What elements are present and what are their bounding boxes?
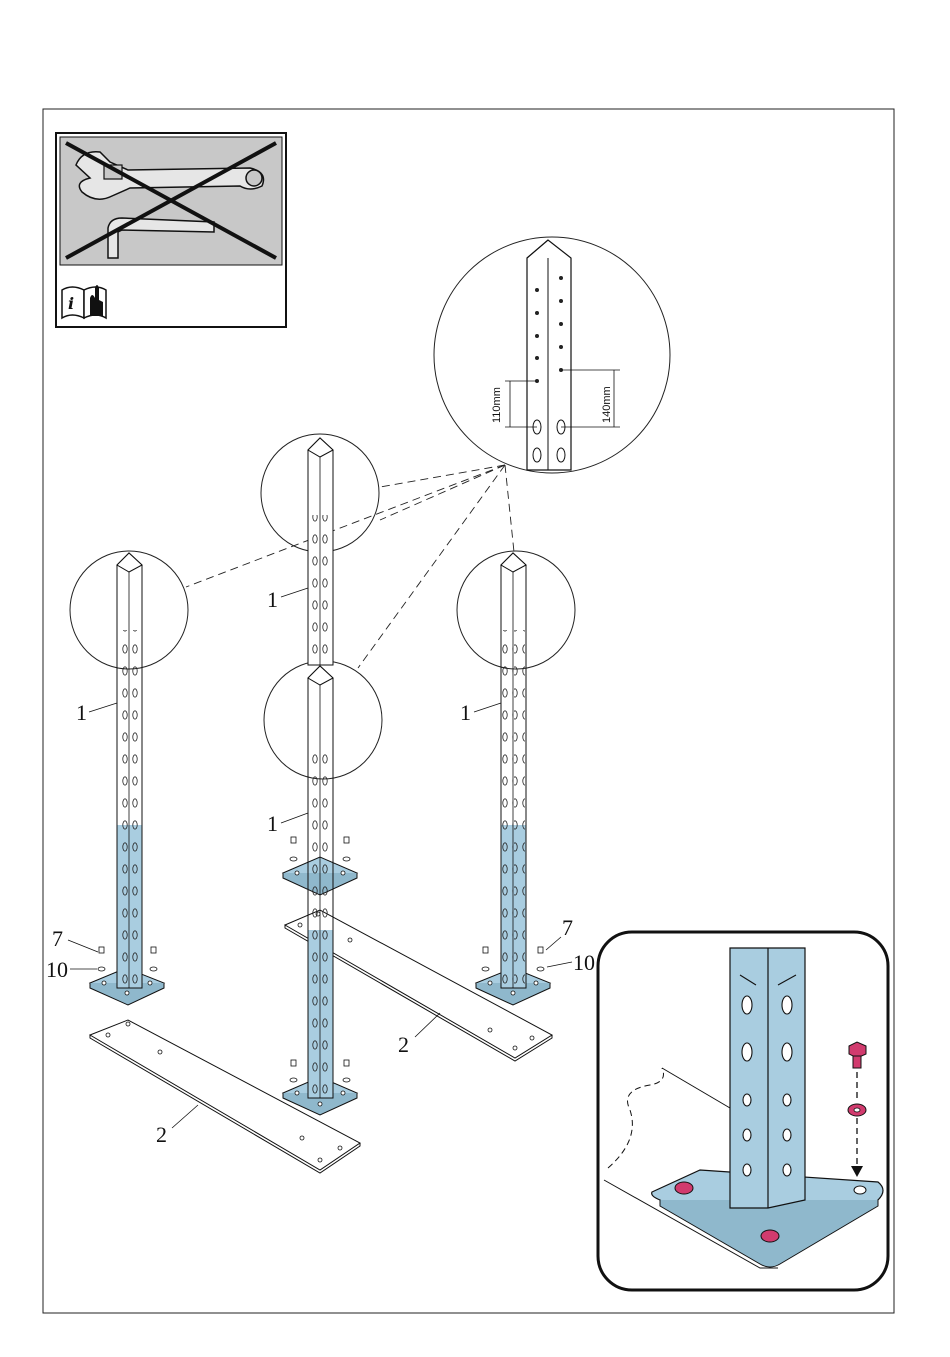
upright-label-right: 1 (460, 700, 471, 725)
upright-label-center-bottom: 1 (267, 811, 278, 836)
bolt-label-right: 7 (562, 915, 573, 940)
upright-label-left: 1 (76, 700, 87, 725)
washer-label-left: 10 (46, 957, 68, 982)
upright-label-center-top: 1 (267, 587, 278, 612)
upright-right (501, 553, 526, 988)
beam-label-left: 2 (156, 1122, 167, 1147)
no-tools-panel: i (56, 133, 286, 327)
svg-text:i: i (68, 294, 74, 313)
info-manual-icon: i (62, 285, 106, 318)
beam-label-center: 2 (398, 1032, 409, 1057)
upright-center-top (308, 438, 333, 665)
left-spacing-label: 110mm (491, 387, 503, 423)
washer-icon (848, 1104, 866, 1116)
bolt-label-left: 7 (52, 926, 63, 951)
right-spacing-label: 140mm (601, 386, 613, 423)
upright-left (117, 553, 142, 988)
hole-spacing-callout: 110mm 140mm (434, 237, 670, 473)
callout-leaders (186, 465, 514, 668)
washer-label-right: 10 (573, 950, 595, 975)
bolt-detail-panel (598, 932, 888, 1290)
